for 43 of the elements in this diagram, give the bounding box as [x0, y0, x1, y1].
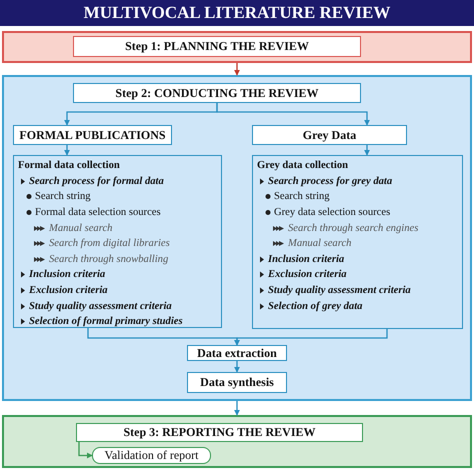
arrow — [78, 442, 93, 458]
list-item: Search string — [35, 191, 91, 202]
list-item: Search through search engines — [288, 222, 418, 234]
list-item: Inclusion criteria — [29, 269, 106, 280]
category-box: Grey Data — [252, 125, 407, 145]
list-item: Selection of formal primary studies — [29, 316, 183, 328]
list-item: Selection of grey data — [268, 300, 362, 312]
list-item: Exclusion criteria — [268, 269, 347, 280]
list-item: Inclusion criteria — [268, 254, 344, 265]
list-item: Grey data selection sources — [274, 207, 390, 218]
list-item: Manual search — [288, 238, 352, 250]
arrow — [234, 329, 388, 346]
section-heading: Formal data collection — [18, 160, 120, 172]
step-band — [2, 75, 472, 401]
list-item: Search process for formal data — [29, 176, 164, 187]
list-item: Search through snowballing — [49, 254, 168, 265]
step-box: Step 2: CONDUCTING THE REVIEW — [73, 83, 361, 103]
step-box: Step 3: REPORTING THE REVIEW — [76, 423, 363, 442]
arrow — [364, 145, 370, 156]
section-heading: Grey data collection — [257, 160, 348, 172]
arrow — [64, 145, 70, 156]
list-item: Manual search — [49, 222, 112, 234]
category-box: FORMAL PUBLICATIONS — [13, 125, 172, 145]
process-box: Data synthesis — [187, 372, 287, 393]
list-item: Exclusion criteria — [29, 285, 108, 296]
step-band — [2, 31, 472, 63]
list-item: Search from digital libraries — [49, 238, 170, 250]
list-item: Study quality assessment criteria — [29, 300, 172, 312]
arrow — [216, 103, 370, 126]
step-box: Step 1: PLANNING THE REVIEW — [73, 36, 361, 57]
list-item: Search string — [274, 191, 330, 202]
list-item: Study quality assessment criteria — [268, 285, 411, 296]
list-item: Formal data selection sources — [35, 207, 161, 218]
outcome-box: Validation of report — [92, 447, 211, 464]
collection-box — [13, 155, 222, 328]
arrow — [234, 361, 240, 373]
collection-box — [252, 155, 463, 329]
arrow — [234, 401, 240, 416]
step-band — [2, 415, 472, 468]
list-item: Search process for grey data — [268, 176, 392, 187]
title-banner: MULTIVOCAL LITERATURE REVIEW — [0, 0, 474, 26]
process-box: Data extraction — [187, 345, 287, 361]
arrow — [234, 63, 240, 76]
